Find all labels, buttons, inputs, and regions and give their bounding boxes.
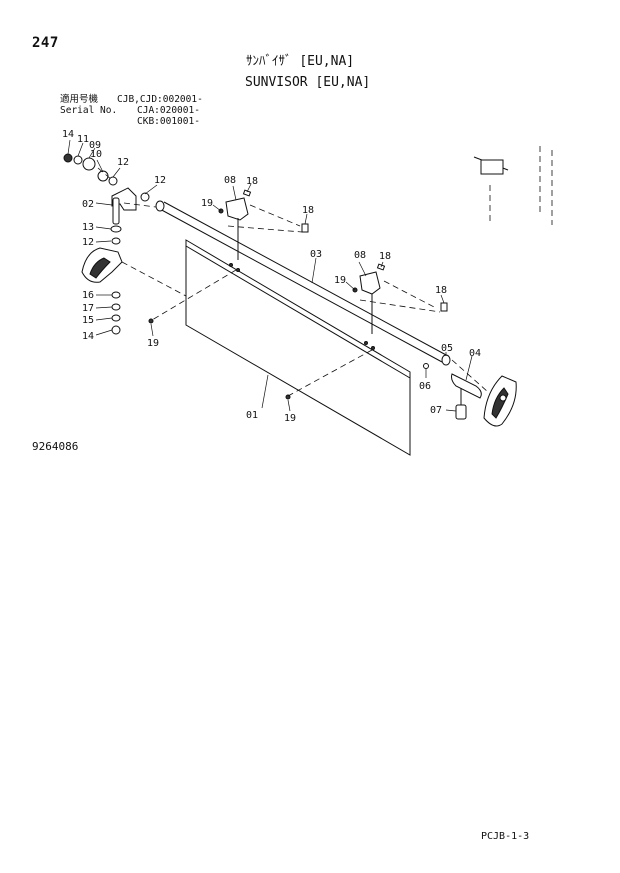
callout-19a: 19: [147, 338, 159, 349]
serial-range-3: CKB:001001-: [137, 116, 200, 127]
page-number: 247: [32, 35, 59, 51]
drawing-number: 9264086: [32, 440, 79, 453]
callout-09: 09: [89, 140, 101, 151]
clamp-08b-icon: [359, 271, 381, 295]
callout-12b: 12: [154, 175, 166, 186]
callout-19d: 19: [284, 413, 296, 424]
handle-04-icon: [451, 373, 482, 399]
callout-16: 16: [82, 290, 94, 301]
pin-06-icon: [423, 363, 429, 369]
clamp-brackets: [225, 197, 381, 334]
callout-11: 11: [77, 134, 89, 145]
callout-19c: 19: [334, 275, 346, 286]
callout-14a: 14: [62, 129, 74, 140]
callout-07: 07: [430, 405, 442, 416]
washer-15-icon: [111, 314, 121, 322]
title-english: SUNVISOR [EU,NA]: [245, 75, 371, 90]
washer-12c-icon: [111, 237, 121, 245]
screw-18a-icon: [242, 189, 252, 197]
callout-01: 01: [246, 410, 258, 421]
nut-14b-icon: [111, 325, 121, 335]
callout-05: 05: [441, 343, 453, 354]
washer-16-icon: [111, 291, 121, 299]
sunvisor-shaft: [155, 200, 451, 366]
screw-19d-icon: [285, 394, 291, 400]
callout-10: 10: [90, 149, 102, 160]
title-japanese: ｻﾝﾊﾞｲｻﾞ [EU,NA]: [246, 54, 355, 69]
screw-18b-icon: [301, 223, 309, 233]
o-ring-13-icon: [110, 225, 122, 233]
callout-18c: 18: [379, 251, 391, 262]
callout-12a: 12: [117, 157, 129, 168]
knob-assembly: [451, 373, 517, 427]
footer-reference: PCJB-1-3: [481, 831, 530, 842]
screw-18d-icon: [440, 302, 448, 312]
spacer-05-icon: [441, 354, 451, 366]
nut-14-icon: [63, 153, 73, 163]
leader-lines: [67, 139, 473, 412]
washer-17-icon: [111, 303, 121, 311]
serial-range-1: CJB,CJD:002001-: [117, 94, 203, 105]
callout-14b: 14: [82, 331, 94, 342]
serial-label-en: Serial No.: [60, 105, 118, 116]
callout-17: 17: [82, 303, 94, 314]
callout-02: 02: [82, 199, 94, 210]
washer-12b-icon: [140, 192, 150, 202]
callout-06: 06: [419, 381, 431, 392]
serial-label-jp: 適用号機: [60, 94, 99, 105]
assembly-guide-lines: [97, 167, 489, 397]
washer-11-icon: [73, 155, 83, 165]
callout-12c: 12: [82, 237, 94, 248]
stopper-07-icon: [455, 404, 467, 420]
callout-18b: 18: [302, 205, 314, 216]
spring-10-icon: [97, 170, 109, 182]
callout-13: 13: [82, 222, 94, 233]
callout-04: 04: [469, 348, 481, 359]
callout-18a: 18: [246, 176, 258, 187]
callout-08b: 08: [354, 250, 366, 261]
callout-08a: 08: [224, 175, 236, 186]
serial-range-2: CJA:020001-: [137, 105, 200, 116]
clamp-08a-icon: [225, 197, 249, 221]
callout-03: 03: [310, 249, 322, 260]
screw-19c-icon: [148, 318, 154, 324]
screws: [148, 189, 448, 400]
callout-15: 15: [82, 315, 94, 326]
callout-18d: 18: [435, 285, 447, 296]
callout-19b: 19: [201, 198, 213, 209]
locator-thumbnail: [473, 146, 553, 225]
visor-panel: [185, 239, 411, 456]
callout-labels: 14 11 09 10 12 12 02 13 12 16 17 15 14 1…: [62, 129, 481, 424]
